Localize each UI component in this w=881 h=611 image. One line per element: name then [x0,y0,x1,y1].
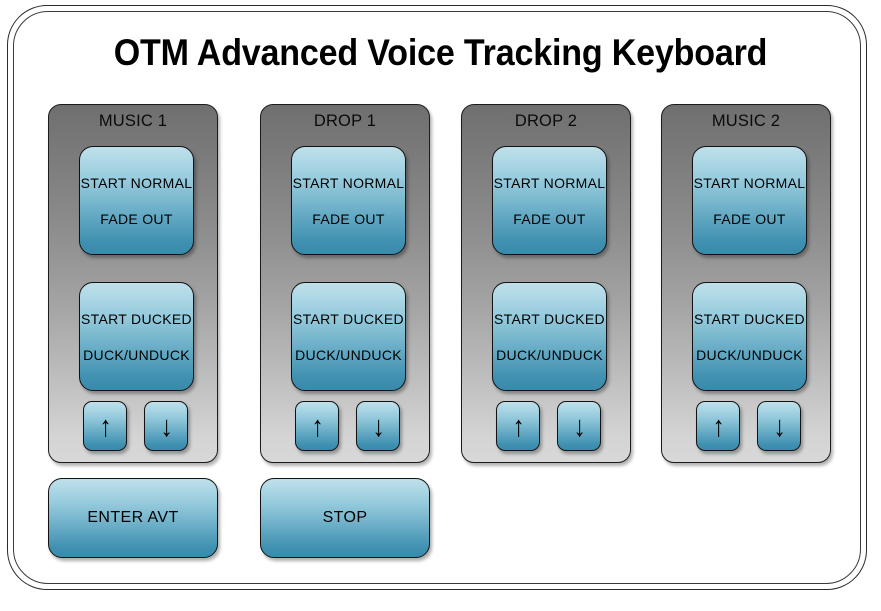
start-normal-fade-out-button-music-1[interactable]: START NORMAL FADE OUT [79,146,194,255]
volume-up-button-drop-1[interactable]: ↑ [295,401,339,451]
channel-panel-drop-1: DROP 1 START NORMAL FADE OUT START DUCKE… [260,104,430,463]
button-label-line-2: DUCK/UNDUCK [496,346,603,363]
button-label: ENTER AVT [87,509,179,526]
arrow-up-icon: ↑ [511,409,525,443]
start-normal-fade-out-button-drop-1[interactable]: START NORMAL FADE OUT [291,146,406,255]
start-ducked-duck-unduck-button-music-2[interactable]: START DUCKED DUCK/UNDUCK [692,282,807,391]
button-label-line-1: START DUCKED [81,310,192,327]
volume-up-button-music-2[interactable]: ↑ [696,401,740,451]
channel-panel-music-2: MUSIC 2 START NORMAL FADE OUT START DUCK… [661,104,831,463]
button-label-line-1: START DUCKED [694,310,805,327]
button-label-line-1: START NORMAL [493,174,606,191]
volume-down-button-drop-1[interactable]: ↓ [356,401,400,451]
button-label-line-2: DUCK/UNDUCK [83,346,190,363]
channel-panel-title: DROP 2 [514,112,578,130]
channel-panel-title: MUSIC 2 [711,112,781,130]
arrow-up-icon: ↑ [98,409,112,443]
start-normal-fade-out-button-drop-2[interactable]: START NORMAL FADE OUT [492,146,607,255]
volume-down-button-music-1[interactable]: ↓ [144,401,188,451]
volume-up-button-music-1[interactable]: ↑ [83,401,127,451]
button-label-line-1: START NORMAL [292,174,405,191]
arrow-up-icon: ↑ [711,409,725,443]
button-label-line-2: FADE OUT [713,210,786,227]
enter-avt-button[interactable]: ENTER AVT [48,478,218,558]
start-normal-fade-out-button-music-2[interactable]: START NORMAL FADE OUT [692,146,807,255]
button-label-line-2: FADE OUT [312,210,385,227]
channel-panel-drop-2: DROP 2 START NORMAL FADE OUT START DUCKE… [461,104,631,463]
volume-down-button-music-2[interactable]: ↓ [757,401,801,451]
start-ducked-duck-unduck-button-music-1[interactable]: START DUCKED DUCK/UNDUCK [79,282,194,391]
arrow-down-icon: ↓ [159,409,173,443]
button-label-line-1: START NORMAL [693,174,806,191]
arrow-down-icon: ↓ [772,409,786,443]
button-label-line-2: DUCK/UNDUCK [696,346,803,363]
button-label-line-2: FADE OUT [100,210,173,227]
stop-button[interactable]: STOP [260,478,430,558]
button-label: STOP [322,509,368,526]
page-title: OTM Advanced Voice Tracking Keyboard [113,32,768,73]
channel-panel-title: DROP 1 [313,112,377,130]
arrow-down-icon: ↓ [371,409,385,443]
arrow-up-icon: ↑ [310,409,324,443]
start-ducked-duck-unduck-button-drop-2[interactable]: START DUCKED DUCK/UNDUCK [492,282,607,391]
button-label-line-1: START NORMAL [80,174,193,191]
channel-panel-music-1: MUSIC 1 START NORMAL FADE OUT START DUCK… [48,104,218,463]
button-label-line-1: START DUCKED [494,310,605,327]
start-ducked-duck-unduck-button-drop-1[interactable]: START DUCKED DUCK/UNDUCK [291,282,406,391]
button-label-line-1: START DUCKED [293,310,404,327]
arrow-down-icon: ↓ [572,409,586,443]
volume-up-button-drop-2[interactable]: ↑ [496,401,540,451]
button-label-line-2: FADE OUT [513,210,586,227]
button-label-line-2: DUCK/UNDUCK [295,346,402,363]
channel-panel-title: MUSIC 1 [98,112,168,130]
volume-down-button-drop-2[interactable]: ↓ [557,401,601,451]
